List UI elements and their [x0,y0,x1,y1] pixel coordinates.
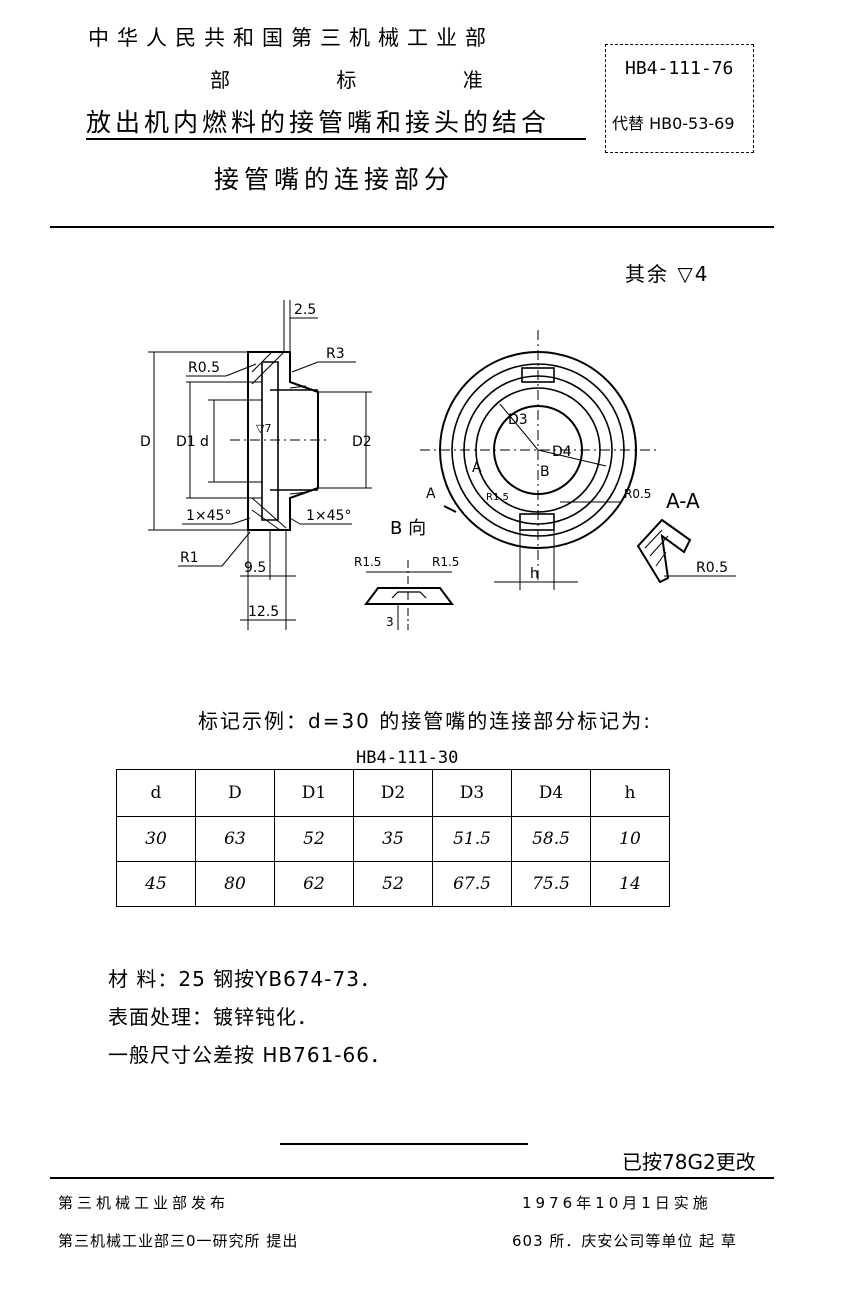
table-cell: 62 [274,861,354,907]
table-cell: 52 [274,816,354,862]
standard-code: HB4-111-76 [625,58,734,79]
dim-r1-5-circle: R1.5 [486,492,509,503]
label-a-top: A [472,460,482,476]
table-header: D2 [353,769,433,817]
table-cell: 51.5 [432,816,512,862]
dim-d2: D2 [352,434,372,450]
dim-chamfer-right: 1×45° [306,508,351,524]
implementation-date: 1976年10月1日实施 [522,1194,712,1212]
dim-r0-5: R0.5 [188,360,220,376]
table-cell: 14 [590,861,670,907]
issued-by: 第三机械工业部发布 [58,1194,230,1212]
header-divider [50,226,774,228]
table-row: 30 63 52 35 51.5 58.5 10 [116,816,670,862]
dim-r0-5-section: R0.5 [696,560,728,576]
table-cell: 75.5 [511,861,591,907]
table-header: d [116,769,196,817]
standard-type-char: 准 [462,68,483,92]
standard-type: 部 标 准 [210,64,535,93]
standard-type-char: 部 [210,68,230,92]
title-underline [86,138,586,140]
table-header-row: d D D1 D2 D3 D4 h [116,769,670,817]
label-b: B [540,464,550,480]
view-b-label: B 向 [390,518,426,539]
table-cell: 67.5 [432,861,512,907]
dim-small-d: d [200,434,209,450]
standard-type-char: 标 [336,68,357,92]
table-cell: 58.5 [511,816,591,862]
table-cell: 35 [353,816,433,862]
dim-r1: R1 [180,550,199,566]
note-material: 材 料：25 钢按YB674-73． [108,967,381,991]
dim-r3: R3 [326,346,345,362]
dim-d1: D1 [176,434,196,450]
dim-d4: D4 [552,444,572,460]
dim-12-5: 12.5 [248,604,279,620]
table-header: D4 [511,769,591,817]
dim-d3: D3 [508,412,528,428]
dim-3: 3 [386,615,394,629]
section-label: A-A [666,489,700,513]
drafted-by: 603 所．庆安公司等单位 起 草 [512,1232,737,1250]
table-header: h [590,769,670,817]
table-header: D [195,769,275,817]
standard-code-box [605,44,754,153]
technical-notes: 材 料：25 钢按YB674-73． 表面处理：镀锌钝化． 一般尺寸公差按 HB… [108,960,391,1074]
proposed-by: 第三机械工业部三0一研究所 提出 [58,1232,299,1250]
table-cell: 10 [590,816,670,862]
note-tolerance: 一般尺寸公差按 HB761-66． [108,1043,391,1067]
note-surface: 表面处理：镀锌钝化． [108,1005,318,1029]
dim-big-d: D [140,434,151,450]
ministry-name: 中华人民共和国第三机械工业部 [88,26,494,50]
table-cell: 63 [195,816,275,862]
revision-note: 已按78G2更改 [622,1150,756,1174]
dimension-table: d D D1 D2 D3 D4 h 30 63 52 35 51.5 58.5 … [116,769,670,907]
roughness-v7: ▽7 [256,422,271,435]
label-a-left: A [426,486,436,502]
marking-example: 标记示例：d=30 的接管嘴的连接部分标记为: [198,709,652,733]
footer-divider [50,1177,774,1179]
table-header: D3 [432,769,512,817]
table-row: 45 80 62 52 67.5 75.5 14 [116,861,670,907]
dim-r0-5-right: R0.5 [624,487,651,501]
short-divider [280,1143,528,1145]
dim-h: h [530,566,539,582]
table-cell: 45 [116,861,196,907]
table-cell: 30 [116,816,196,862]
marking-code: HB4-111-30 [356,748,459,768]
replaces-standard: 代替 HB0-53-69 [612,114,735,133]
dim-chamfer-left: 1×45° [186,508,231,524]
dim-9-5: 9.5 [244,560,266,576]
table-cell: 52 [353,861,433,907]
table-cell: 80 [195,861,275,907]
document-subtitle: 接管嘴的连接部分 [214,165,455,194]
document-title: 放出机内燃料的接管嘴和接头的结合 [86,108,551,137]
dim-2-5: 2.5 [294,302,316,318]
table-header: D1 [274,769,354,817]
roughness-note: 其余 ▽4 [625,262,710,286]
dim-r1-5-left: R1.5 [354,555,381,569]
dim-r1-5-right: R1.5 [432,555,459,569]
